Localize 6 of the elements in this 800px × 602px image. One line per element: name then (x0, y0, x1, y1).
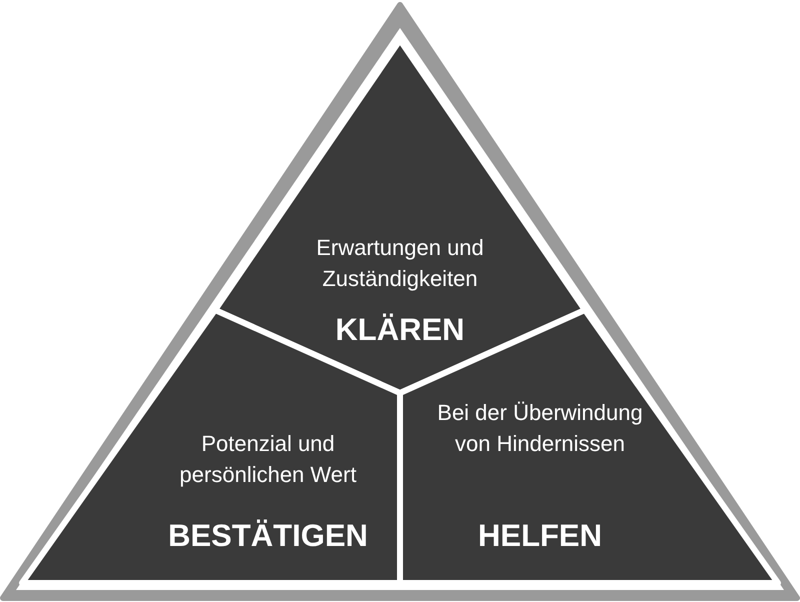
segment-heading: KLÄREN (334, 312, 466, 348)
segment-text: Erwartungen und Zuständigkeiten (315, 234, 485, 293)
segment-text: Potenzial und persönlichen Wert (178, 430, 358, 489)
segment-heading: HELFEN (477, 518, 603, 554)
segment-text: Bei der Überwindung von Hindernissen (436, 399, 644, 458)
segment-heading: BESTÄTIGEN (167, 518, 369, 554)
